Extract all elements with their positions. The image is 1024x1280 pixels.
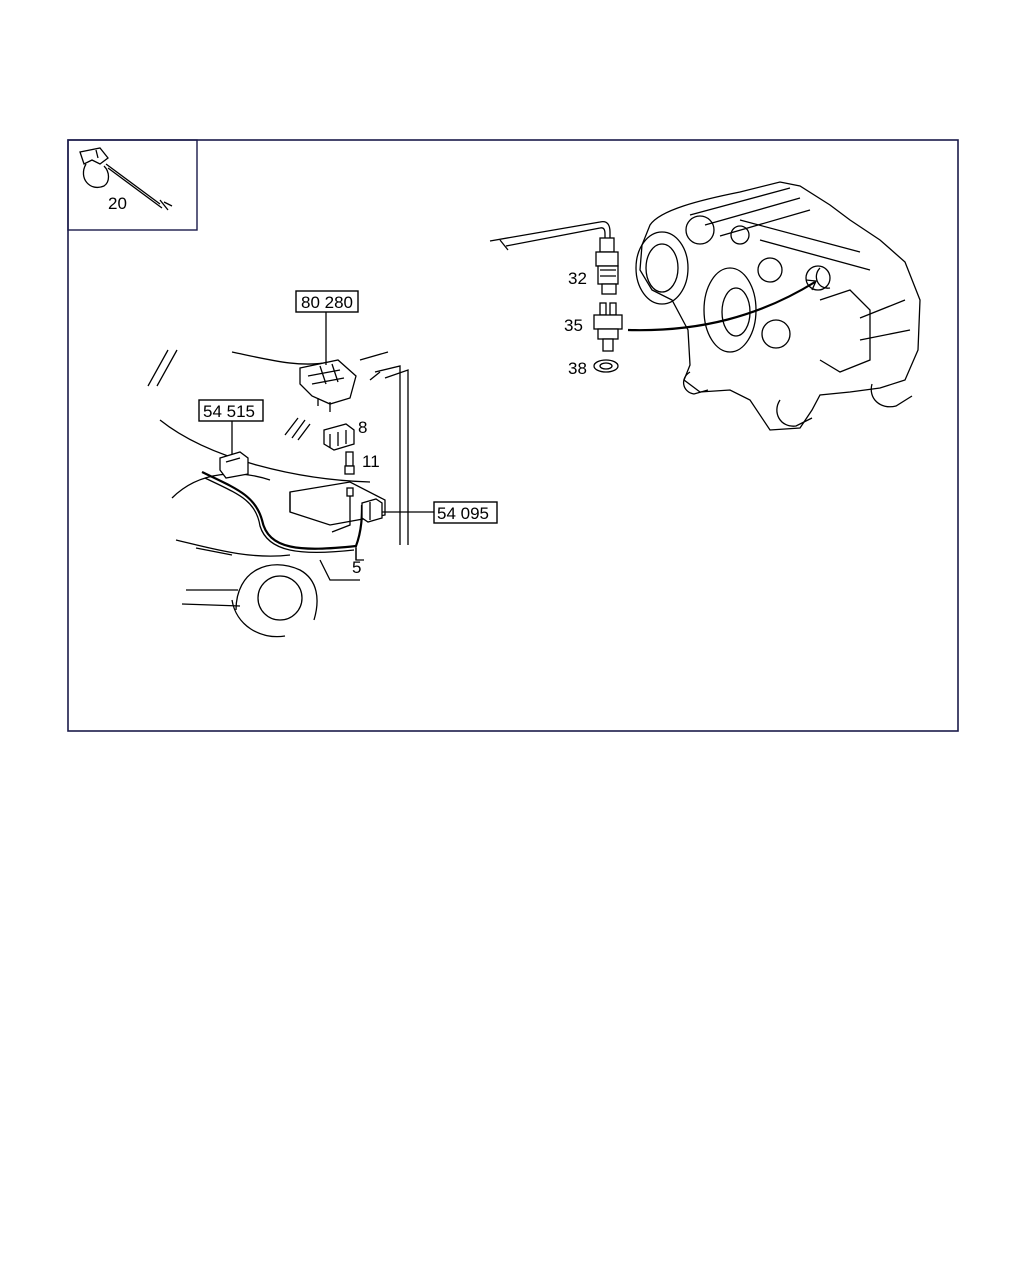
- part-label-8: 8: [358, 418, 367, 437]
- svg-text:80 280: 80 280: [301, 293, 353, 312]
- sensor-32: [595, 237, 619, 295]
- svg-text:54 515: 54 515: [203, 402, 255, 421]
- cable-clip-icon: [79, 147, 173, 211]
- part-label-20: 20: [108, 194, 127, 213]
- connector-54095: [361, 498, 383, 523]
- part-label-11: 11: [362, 452, 380, 471]
- callout-54515: 54 515: [198, 399, 264, 422]
- diagram-frame: [67, 139, 959, 732]
- install-arrow: [627, 281, 816, 332]
- inset-box: 20: [67, 139, 198, 231]
- svg-text:54 095: 54 095: [437, 504, 489, 523]
- washer-38: [593, 359, 619, 373]
- part-label-38: 38: [568, 359, 587, 378]
- sensor-cable: [489, 220, 611, 242]
- callout-54095: 54 095: [433, 501, 498, 524]
- vehicle-outline: [147, 349, 409, 638]
- wiring-harness: [201, 471, 364, 550]
- control-unit-80280: [299, 359, 357, 412]
- switch-35: [593, 302, 623, 352]
- callout-80280: 80 280: [295, 290, 359, 313]
- relay-54515: [219, 451, 249, 479]
- pin-11: [344, 451, 355, 497]
- part-label-32: 32: [568, 269, 587, 288]
- part-label-5: 5: [352, 558, 361, 577]
- transmission-housing: [635, 181, 921, 431]
- part-label-35: 35: [564, 316, 583, 335]
- connector-8: [323, 423, 355, 451]
